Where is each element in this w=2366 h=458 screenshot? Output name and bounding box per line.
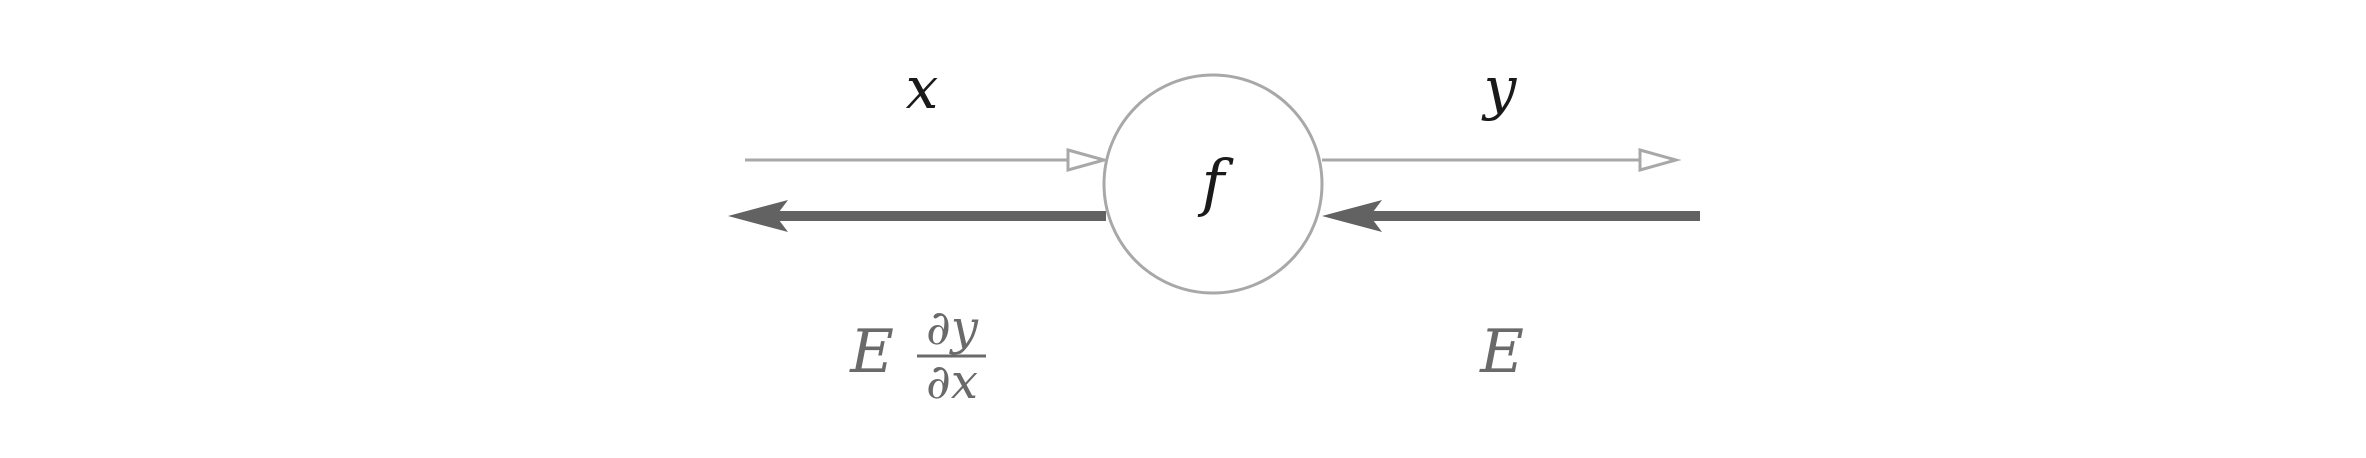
backward-input-label-numerator: ∂y [926, 300, 979, 356]
backward-output-label: E [1479, 317, 1524, 387]
forward-input-arrow [745, 148, 1110, 172]
forward-input-label: x [906, 54, 939, 122]
backward-input-label-denominator: ∂x [926, 354, 978, 410]
function-node [1102, 73, 1324, 295]
backward-output-arrow [1322, 200, 1700, 232]
backward-input-label-prefix: E [849, 317, 894, 387]
forward-output-arrow [1322, 148, 1682, 172]
forward-output-label: y [1481, 54, 1518, 122]
backward-input-arrow [728, 200, 1106, 232]
backward-input-label: E ∂y ∂x [849, 300, 986, 410]
